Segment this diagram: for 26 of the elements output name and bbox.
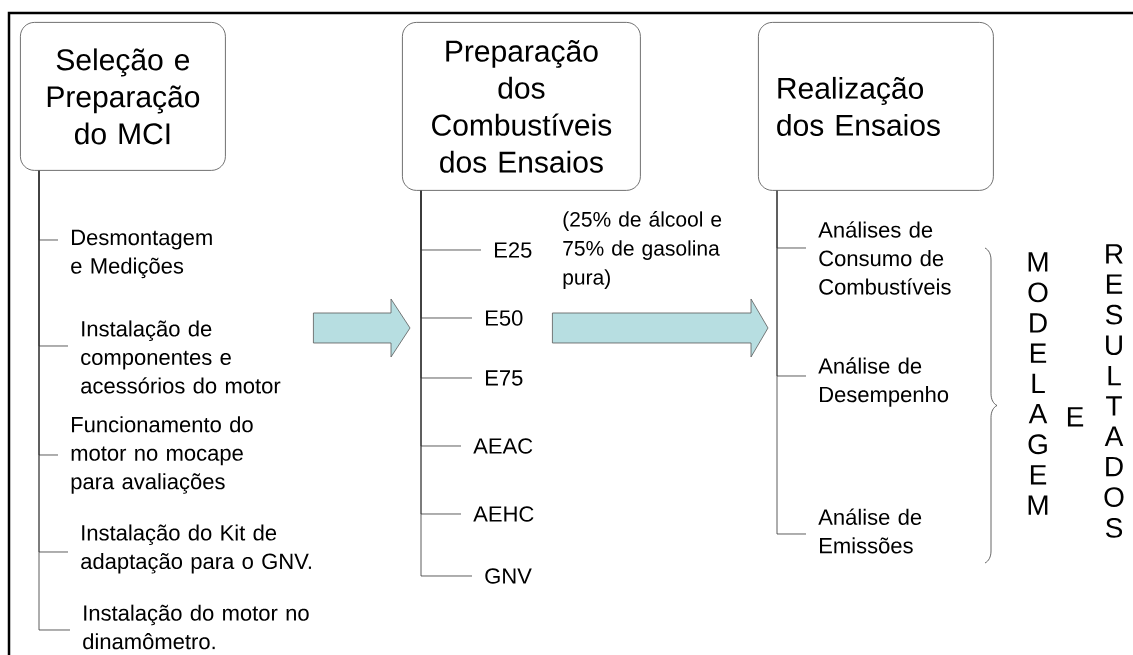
item-text: Instalação do Kit de adaptação para o GNV.	[81, 524, 311, 574]
stage-box: Realização dos Ensaios	[758, 22, 994, 191]
note-text: (25% de álcool e 75% de gasolina pura)	[563, 211, 722, 289]
item-text: Análises de Consumo de Combustíveis	[818, 221, 951, 295]
item-text: Análise de Desempenho	[818, 357, 949, 407]
item-text: E50	[486, 310, 523, 326]
stage-box: Seleção e Preparação do MCI	[20, 22, 226, 171]
tree-line	[38, 170, 71, 631]
item-text: Análise de Emissões	[818, 508, 922, 554]
tree-line	[776, 190, 807, 535]
stage-box: Preparação dos Combustíveis dos Ensaios	[402, 22, 641, 191]
item-text: Desmontagem e Medições	[71, 229, 212, 279]
item-text: E75	[486, 370, 523, 386]
item-text: Instalação do motor no dinamômetro.	[83, 604, 309, 650]
tree-line	[420, 190, 473, 577]
item-text: E25	[495, 242, 532, 258]
vertical-label: E	[1067, 407, 1084, 427]
block-arrow	[313, 298, 411, 358]
item-text: Instalação de componentes e acessórios do motor	[81, 320, 281, 394]
item-text: Funcionamento do motor no mocape para avaliações	[71, 416, 253, 494]
block-arrow	[552, 298, 769, 358]
item-text: AEHC	[473, 506, 534, 522]
vertical-label: RESULTADOS	[1104, 244, 1124, 538]
item-text: AEAC	[473, 438, 533, 454]
vertical-label: MODELAGEM	[1028, 252, 1048, 515]
item-text: GNV	[485, 568, 532, 584]
